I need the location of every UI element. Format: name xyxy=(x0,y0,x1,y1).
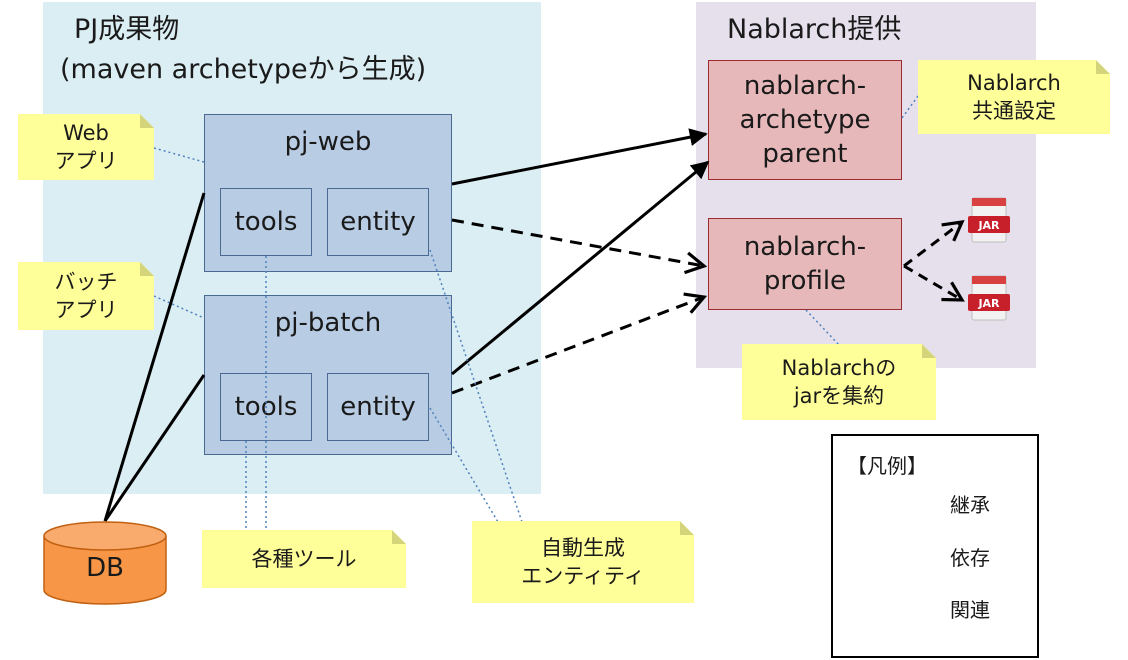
legend-association-label: 関連 xyxy=(950,598,990,622)
pj-web-tools[interactable]: tools xyxy=(220,188,312,256)
pj-web-title: pj-web xyxy=(284,127,372,157)
entity-note-line1: 自動生成 xyxy=(541,536,625,560)
jar-file-icon: JAR xyxy=(968,197,1010,243)
tools-note-line1: 各種ツール xyxy=(251,547,357,571)
callout-connector xyxy=(901,95,919,119)
nablarch-region-title: Nablarch提供 xyxy=(727,14,902,45)
jar-label: JAR xyxy=(977,297,1000,310)
batch-app-note: バッチ アプリ xyxy=(18,262,154,330)
inheritance-arrow xyxy=(451,160,710,376)
parent-line1: nablarch- xyxy=(743,71,867,101)
jar-label: JAR xyxy=(977,219,1000,232)
project-region-title-line1: PJ成果物 xyxy=(74,14,180,45)
common-settings-note-line1: Nablarch xyxy=(967,71,1061,95)
common-settings-note: Nablarch 共通設定 xyxy=(918,60,1110,134)
legend-inheritance-label: 継承 xyxy=(950,493,990,517)
database-icon xyxy=(43,521,167,605)
project-region-title-line2: (maven archetypeから生成) xyxy=(60,54,427,85)
common-settings-note-line2: 共通設定 xyxy=(972,99,1056,123)
legend-dependency-label: 依存 xyxy=(950,546,990,570)
tools-note: 各種ツール xyxy=(202,530,406,588)
callout-connector xyxy=(153,295,205,319)
association-line xyxy=(103,374,206,522)
batch-app-note-line2: アプリ xyxy=(54,298,118,322)
entity-note: 自動生成 エンティティ xyxy=(472,521,694,603)
pj-batch-entity[interactable]: entity xyxy=(327,373,429,441)
jar-aggregate-note: Nablarchの jarを集約 xyxy=(742,344,936,420)
batch-app-note-line1: バッチ xyxy=(54,270,118,294)
web-app-note-line1: Web xyxy=(63,121,109,145)
db-label: DB xyxy=(86,553,124,583)
nablarch-archetype-parent-box[interactable]: nablarch- archetype parent xyxy=(708,60,902,180)
callout-connector xyxy=(429,407,499,523)
inheritance-arrow xyxy=(451,128,708,186)
association-line xyxy=(103,192,206,522)
dependency-arrow xyxy=(903,220,965,268)
profile-line1: nablarch- xyxy=(743,232,867,262)
callout-connector xyxy=(153,147,205,163)
parent-line3: parent xyxy=(762,139,848,169)
dependency-arrow xyxy=(903,264,965,302)
legend: 【凡例】 xyxy=(831,434,1039,658)
callout-connector xyxy=(805,309,841,347)
callout-connector xyxy=(429,249,523,523)
profile-line2: profile xyxy=(763,266,847,296)
jar-aggregate-note-line2: jarを集約 xyxy=(793,384,885,408)
web-app-note-line2: アプリ xyxy=(54,149,118,173)
pj-batch-title: pj-batch xyxy=(274,308,382,338)
nablarch-profile-box[interactable]: nablarch- profile xyxy=(708,218,902,310)
pj-web-entity[interactable]: entity xyxy=(327,188,429,256)
entity-note-line2: エンティティ xyxy=(521,564,645,588)
legend-title: 【凡例】 xyxy=(847,454,927,478)
jar-aggregate-note-line1: Nablarchの xyxy=(781,356,897,380)
dependency-arrow xyxy=(451,292,708,395)
web-app-note: Web アプリ xyxy=(18,114,154,180)
parent-line2: archetype xyxy=(739,105,871,135)
dependency-arrow xyxy=(451,218,708,275)
jar-file-icon: JAR xyxy=(968,275,1010,321)
